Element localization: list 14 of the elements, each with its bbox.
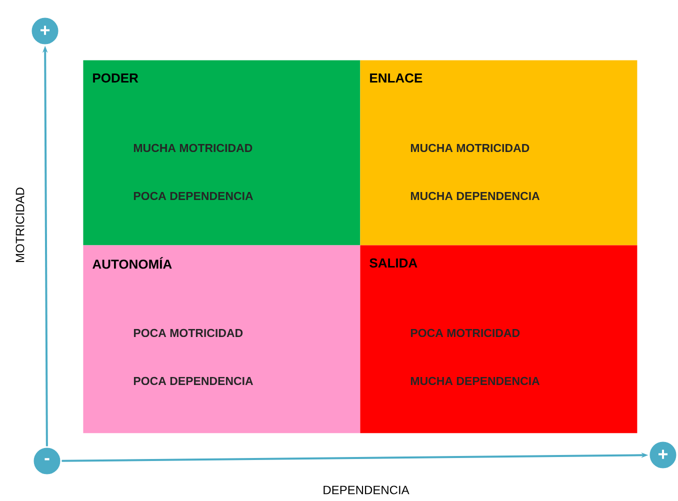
quadrant-text: MUCHA DEPENDENCIA [410, 376, 540, 386]
quadrant-text: POCA MOTRICIDAD [134, 328, 243, 338]
quadrant-heading: AUTONOMÍA [92, 257, 172, 269]
axis-label: MOTRICIDAD [16, 188, 24, 262]
quadrant-text: POCA DEPENDENCIA [134, 192, 253, 200]
quadrant-text: POCA DEPENDENCIA [134, 376, 253, 386]
quadrant-text: MUCHA DEPENDENCIA [410, 192, 540, 200]
quadrant-text: MUCHA MOTRICIDAD [410, 144, 530, 152]
axis-label: DEPENDENCIA [324, 486, 410, 494]
quadrant-heading: PODER [93, 73, 138, 83]
quadrant-heading: ENLACE [370, 73, 422, 83]
quadrant-text: MUCHA MOTRICIDAD [134, 144, 252, 152]
quadrant-text: POCA MOTRICIDAD [410, 328, 520, 338]
quadrant-heading: SALIDA [370, 258, 418, 268]
